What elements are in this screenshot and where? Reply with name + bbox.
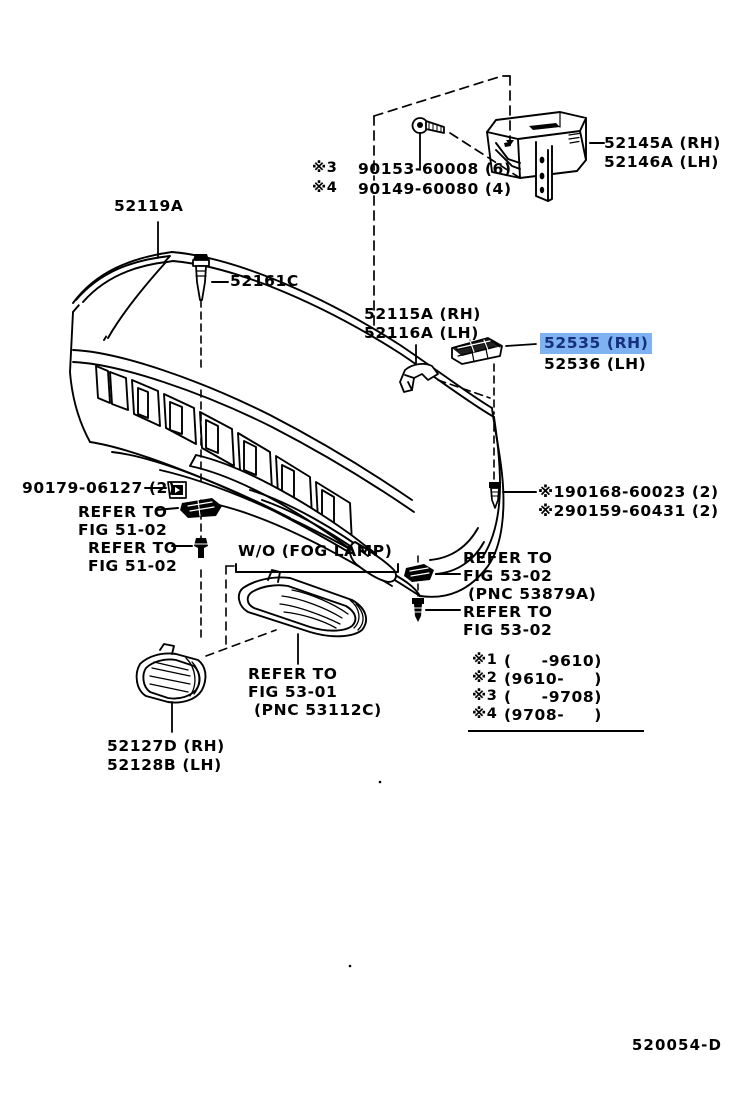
label-bracket-rh: 52145A (RH) <box>604 134 721 152</box>
label-screw-290159: ※290159-60431 (2) <box>538 502 719 520</box>
label-refer-fig53-01-1: REFER TO <box>248 665 338 683</box>
legend-range-3: ( -9708) <box>504 688 602 706</box>
label-refer-fig51-b-1: REFER TO <box>88 539 178 557</box>
bumper-seal-part <box>451 337 503 365</box>
label-52116a: 52116A (LH) <box>364 324 479 342</box>
leader-fig51-a <box>155 507 179 511</box>
front-bumper-cover-part <box>69 251 505 598</box>
legend-range-1: ( -9610) <box>504 652 602 670</box>
retainer-plate-part <box>180 498 222 518</box>
label-wo-fog-lamp: W/O (FOG LAMP) <box>238 542 393 560</box>
label-refer-fig53-01-3: (PNC 53112C) <box>254 701 382 719</box>
label-screw-190168: ※190168-60023 (2) <box>538 483 719 501</box>
retainer-clip-part <box>192 254 210 301</box>
label-90179: 90179-06127 (2) <box>22 479 176 497</box>
label-52119a: 52119A <box>114 197 184 215</box>
screw-part <box>489 482 501 509</box>
push-pin-part <box>193 538 209 558</box>
label-52115a: 52115A (RH) <box>364 305 481 323</box>
fog-screw-part <box>412 598 424 622</box>
legend-range-4: (9708- ) <box>504 706 602 724</box>
label-bolt-90149: 90149-60080 (4) <box>358 180 512 198</box>
wo-fog-lamp-bracket <box>235 563 399 573</box>
assembly-dashed-guides <box>373 75 521 331</box>
label-52535-highlighted[interactable]: 52535 (RH) <box>540 333 653 354</box>
bumper-side-support-part <box>399 363 439 393</box>
label-refer-fig51-b-2: FIG 51-02 <box>88 557 178 575</box>
fog-lamp-cover-part <box>237 569 367 638</box>
label-refer-fig53-01-2: FIG 53-01 <box>248 683 338 701</box>
diagram-number: 520054-D <box>631 1036 722 1054</box>
highlight-chip: 52535 (RH) <box>540 333 653 354</box>
label-refer-fig53-02b-2: FIG 53-02 <box>463 621 553 639</box>
fog-clip-part <box>404 564 434 582</box>
label-mark-3: ※3 <box>312 160 338 176</box>
label-bolt-90153: 90153-60008 (6) <box>358 160 512 178</box>
legend-underline <box>468 730 644 732</box>
label-refer-fig53-02a-3: (PNC 53879A) <box>468 585 597 603</box>
arrowhead-down <box>506 140 514 146</box>
legend-mark-4: ※4 <box>472 706 498 722</box>
label-refer-fig51-a-1: REFER TO <box>78 503 168 521</box>
bumper-arm-bracket-part <box>486 111 587 202</box>
legend-mark-2: ※2 <box>472 670 498 686</box>
label-refer-fig53-02b-1: REFER TO <box>463 603 553 621</box>
label-refer-fig53-02a-2: FIG 53-02 <box>463 567 553 585</box>
leader-52535 <box>505 343 537 347</box>
legend-range-2: (9610- ) <box>504 670 602 688</box>
label-52536: 52536 (LH) <box>544 355 647 373</box>
label-mark-4: ※4 <box>312 180 338 196</box>
label-52127d: 52127D (RH) <box>107 737 225 755</box>
legend-mark-3: ※3 <box>472 688 498 704</box>
label-bracket-lh: 52146A (LH) <box>604 153 719 171</box>
label-52161c: 52161C <box>230 272 299 290</box>
grommet-clip-part <box>167 481 187 499</box>
bolt-part <box>411 117 445 134</box>
legend-mark-1: ※1 <box>472 652 498 668</box>
side-grille-part <box>135 643 207 704</box>
label-52128b: 52128B (LH) <box>107 756 222 774</box>
label-refer-fig51-a-2: FIG 51-02 <box>78 521 168 539</box>
label-refer-fig53-02a-1: REFER TO <box>463 549 553 567</box>
